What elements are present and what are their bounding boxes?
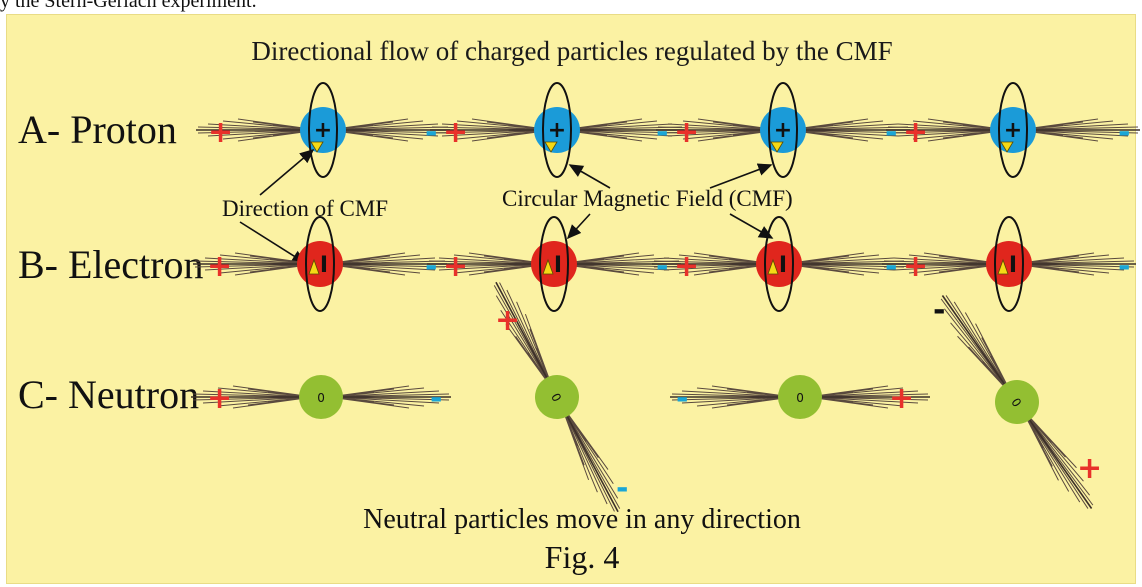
electron-body bbox=[531, 241, 577, 287]
minus-sign: - bbox=[430, 381, 442, 416]
cmf-direction-arrow bbox=[770, 141, 784, 153]
electron-symbol: I bbox=[1009, 253, 1017, 278]
electron-particle: I bbox=[651, 216, 907, 312]
neutron-body bbox=[299, 375, 343, 419]
cmf-direction-arrow bbox=[1000, 141, 1014, 153]
diagram-panel bbox=[6, 14, 1136, 584]
cmf-direction-arrow bbox=[767, 258, 779, 275]
direction-cmf-label: Direction of CMF bbox=[222, 196, 388, 221]
plus-sign: + bbox=[903, 115, 928, 150]
proton-symbol: + bbox=[314, 118, 332, 143]
proton-row: + + + bbox=[195, 82, 1141, 178]
plus-sign: + bbox=[903, 249, 928, 284]
cmf-direction-arrow bbox=[997, 258, 1009, 275]
plus-sign: + bbox=[495, 303, 520, 338]
minus-sign: - bbox=[616, 471, 628, 506]
minus-sign: - bbox=[885, 115, 897, 150]
plus-sign: + bbox=[207, 249, 232, 284]
neutron-particle: 0 bbox=[190, 375, 452, 419]
neutron-symbol: 0 bbox=[317, 391, 325, 405]
neutron-particle: 0 bbox=[669, 375, 931, 419]
proton-body bbox=[990, 107, 1036, 153]
proton-symbol: + bbox=[774, 118, 792, 143]
figure-label: Fig. 4 bbox=[545, 539, 620, 575]
electron-particle: I bbox=[192, 216, 448, 312]
cmf-loop bbox=[764, 216, 794, 312]
plus-sign: + bbox=[207, 381, 232, 416]
proton-particle: + bbox=[655, 82, 911, 178]
circular-field-label: Circular Magnetic Field (CMF) bbox=[502, 186, 793, 211]
electron-symbol: I bbox=[554, 253, 562, 278]
minus-sign: - bbox=[656, 249, 668, 284]
electron-particle: I bbox=[881, 216, 1137, 312]
annotation-arrows bbox=[239, 148, 774, 264]
minus-sign: - bbox=[425, 249, 437, 284]
row-label-neutron: C- Neutron bbox=[18, 372, 199, 417]
cmf-loop bbox=[998, 82, 1028, 178]
minus-sign: - bbox=[656, 115, 668, 150]
electron-row: I I I bbox=[192, 216, 1137, 312]
proton-particle: + bbox=[429, 82, 685, 178]
cmf-loop bbox=[305, 216, 335, 312]
minus-sign: - bbox=[885, 249, 897, 284]
minus-sign: - bbox=[1118, 115, 1130, 150]
minus-sign: - bbox=[676, 381, 688, 416]
neutron-body bbox=[995, 380, 1039, 424]
minus-sign: - bbox=[1118, 249, 1130, 284]
plus-sign: + bbox=[889, 381, 914, 416]
neutron-particle: 0 bbox=[485, 276, 629, 518]
proton-symbol: + bbox=[548, 118, 566, 143]
neutron-symbol: 0 bbox=[796, 391, 804, 405]
cmf-direction-arrow bbox=[542, 258, 554, 275]
neutron-particle: 0 bbox=[932, 288, 1102, 516]
electron-body bbox=[986, 241, 1032, 287]
proton-body bbox=[300, 107, 346, 153]
cropped-caption: y the Stern-Gerlach experiment. bbox=[0, 0, 257, 12]
proton-particle: + bbox=[195, 82, 451, 178]
proton-body bbox=[534, 107, 580, 153]
cmf-loop bbox=[308, 82, 338, 178]
diagram-title: Directional flow of charged particles re… bbox=[251, 36, 892, 66]
cmf-loop bbox=[539, 216, 569, 312]
electron-body bbox=[756, 241, 802, 287]
cmf-direction-arrow bbox=[308, 258, 320, 275]
row-label-proton: A- Proton bbox=[18, 107, 177, 152]
plus-sign: + bbox=[674, 249, 699, 284]
neutral-note: Neutral particles move in any direction bbox=[363, 504, 801, 535]
neutron-body bbox=[778, 375, 822, 419]
neutron-row: 0 0 0 0 + - + - bbox=[190, 276, 1102, 518]
cmf-loop bbox=[542, 82, 572, 178]
neutron-body bbox=[535, 375, 579, 419]
electron-particle: I bbox=[426, 216, 682, 312]
proton-symbol: + bbox=[1004, 118, 1022, 143]
proton-particle: + bbox=[885, 82, 1141, 178]
plus-sign: + bbox=[674, 115, 699, 150]
cmf-direction-arrow bbox=[310, 141, 324, 153]
electron-symbol: I bbox=[320, 253, 328, 278]
plus-sign: + bbox=[443, 249, 468, 284]
plus-sign: + bbox=[208, 115, 233, 150]
plus-sign: + bbox=[1077, 451, 1102, 486]
plus-sign: + bbox=[443, 115, 468, 150]
cmf-direction-arrow bbox=[544, 141, 558, 153]
cmf-loop bbox=[994, 216, 1024, 312]
electron-body bbox=[297, 241, 343, 287]
minus-sign: - bbox=[425, 115, 437, 150]
minus-sign: - bbox=[933, 293, 945, 328]
proton-body bbox=[760, 107, 806, 153]
cmf-loop bbox=[768, 82, 798, 178]
electron-symbol: I bbox=[779, 253, 787, 278]
row-label-electron: B- Electron bbox=[18, 242, 204, 287]
